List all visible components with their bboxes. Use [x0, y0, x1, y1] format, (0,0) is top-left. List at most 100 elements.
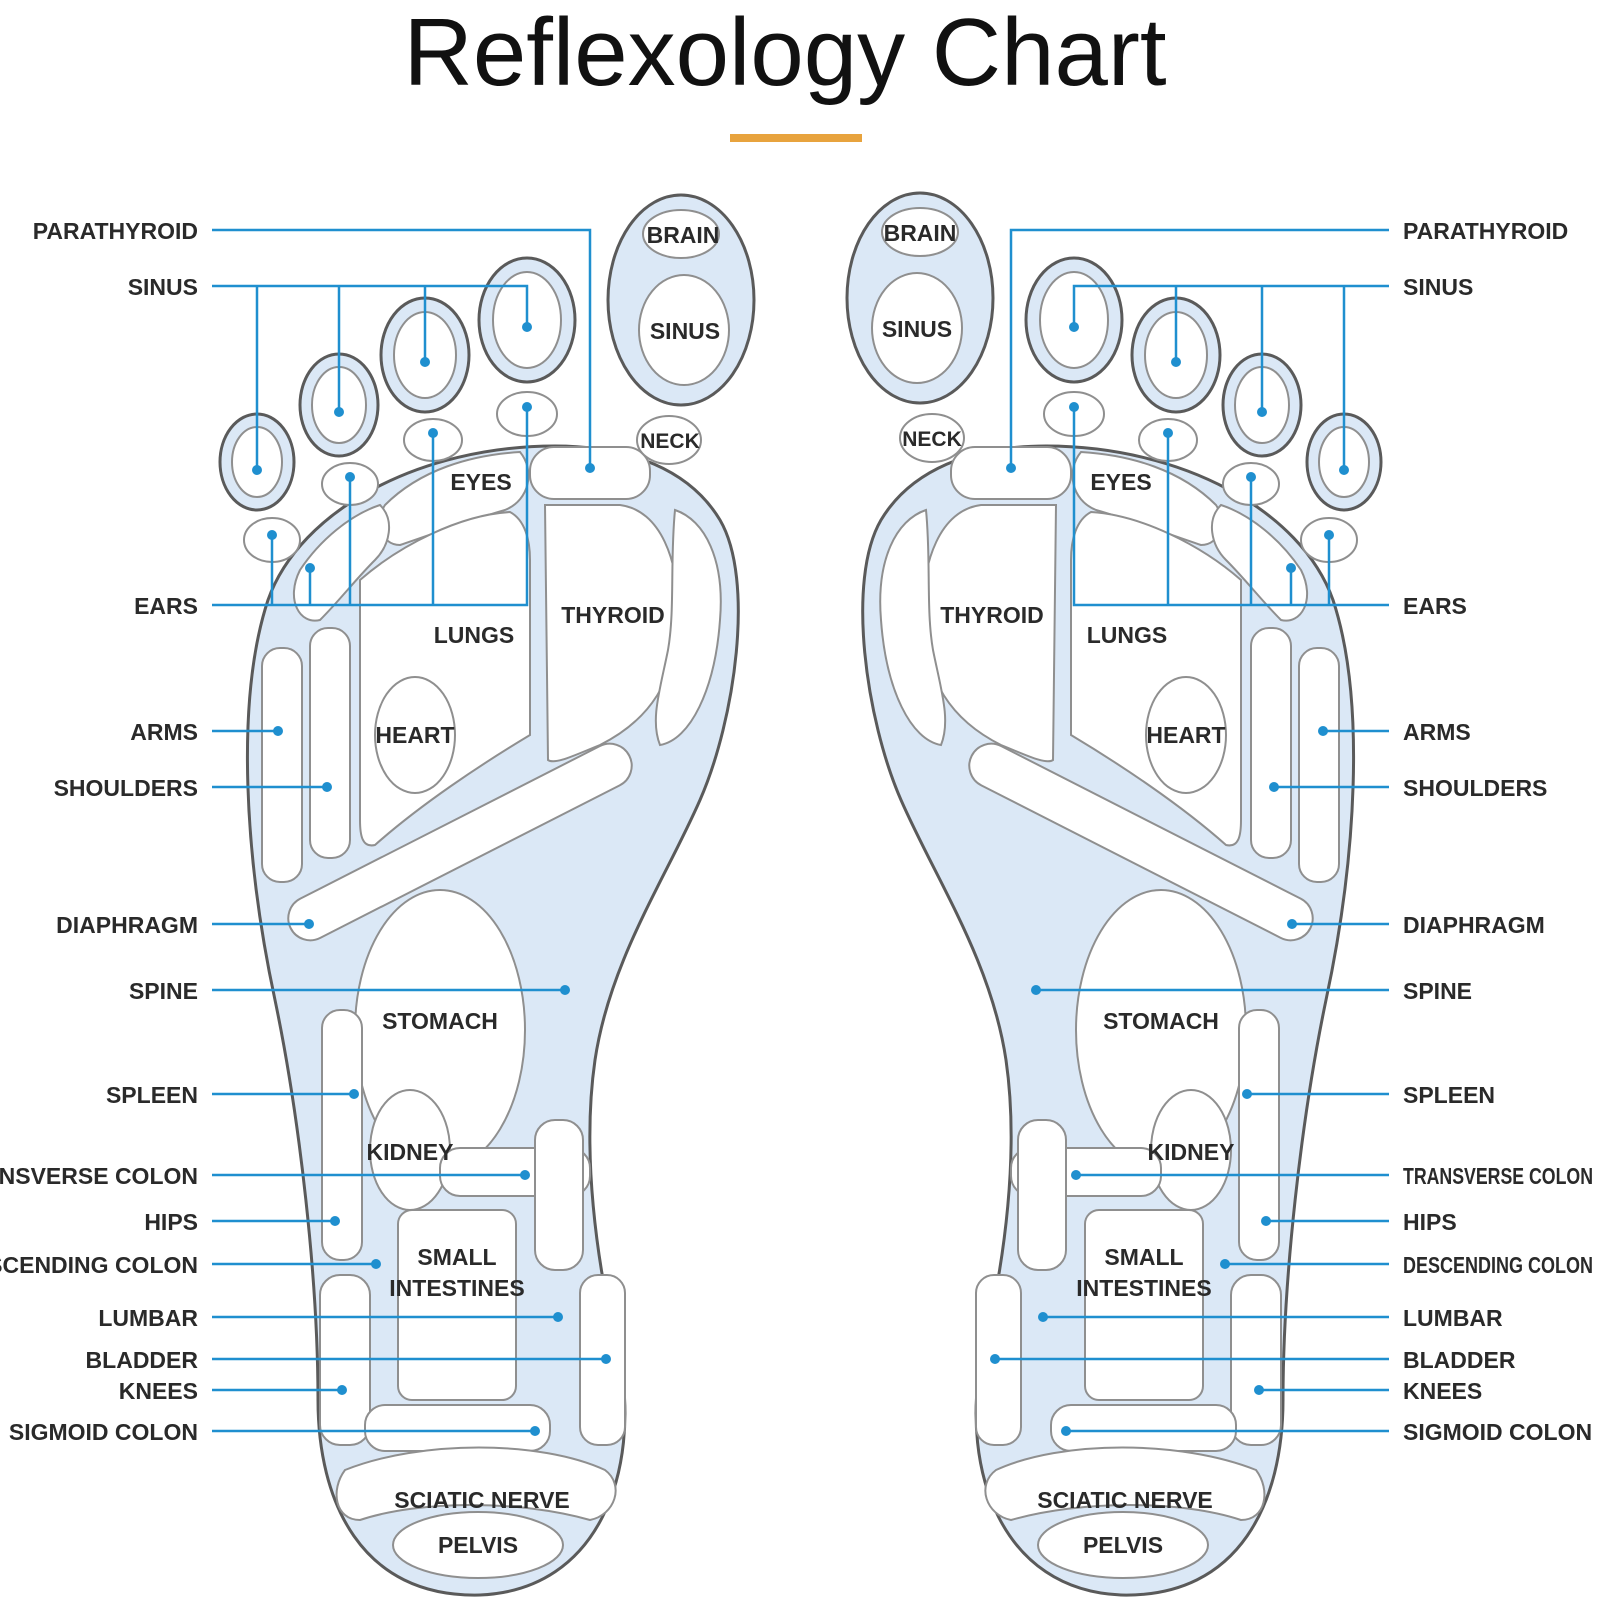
- right-small-intestines-label-1: SMALL: [1104, 1244, 1183, 1270]
- left-ears-dot-2: [428, 428, 438, 438]
- right-spleen-dot: [1242, 1089, 1252, 1099]
- right-label-knees: KNEES: [1403, 1378, 1482, 1404]
- left-small-intestines-label-2: INTESTINES: [389, 1275, 524, 1301]
- right-label-descending-colon: DESCENDING COLON: [1403, 1252, 1593, 1278]
- right-small-intestines-label-2: INTESTINES: [1076, 1275, 1211, 1301]
- page-title: Reflexology Chart: [403, 0, 1166, 106]
- right-eyes-label: EYES: [1090, 469, 1151, 495]
- right-sinus-dot-2: [1171, 357, 1181, 367]
- right-heart-zone: [1145, 676, 1227, 794]
- left-lumbar-dot: [553, 1312, 563, 1322]
- left-ear-zone-1: [292, 503, 391, 622]
- left-arms-zone: [261, 647, 303, 883]
- left-neck-zone: [636, 415, 702, 465]
- right-sciatic-nerve-label: SCIATIC NERVE: [1037, 1487, 1213, 1513]
- left-diaphragm-dot: [304, 919, 314, 929]
- left-sinus-dot-1: [522, 322, 532, 332]
- right-transverse-colon-dot: [1071, 1170, 1081, 1180]
- right-spine-dot: [1031, 985, 1041, 995]
- right-label-lumbar: LUMBAR: [1403, 1305, 1503, 1331]
- left-label-sinus: SINUS: [128, 274, 198, 300]
- left-shoulders-dot: [322, 782, 332, 792]
- right-label-hips: HIPS: [1403, 1209, 1457, 1235]
- left-eyes-label: EYES: [450, 469, 511, 495]
- left-thyroid-label: THYROID: [561, 602, 665, 628]
- right-diaphragm-dot: [1287, 919, 1297, 929]
- right-leaders: [990, 228, 1389, 1436]
- left-sinus-leader: [212, 284, 529, 470]
- left-brain-label: BRAIN: [647, 222, 720, 248]
- right-lumbar-dot: [1038, 1312, 1048, 1322]
- right-parathyroid-leader: [1009, 228, 1389, 468]
- left-brain-zone: [642, 209, 720, 259]
- title-accent-bar: [730, 134, 862, 142]
- left-shoulders-zone: [309, 627, 351, 859]
- right-sinus-dot-4: [1339, 465, 1349, 475]
- left-ears-dot-4: [305, 563, 315, 573]
- left-sigmoid-colon-dot: [530, 1426, 540, 1436]
- right-neck-label: NECK: [902, 428, 962, 451]
- left-label-shoulders: SHOULDERS: [54, 775, 198, 801]
- right-label-spleen: SPLEEN: [1403, 1082, 1495, 1108]
- right-label-bladder: BLADDER: [1403, 1347, 1516, 1373]
- right-label-arms: ARMS: [1403, 719, 1471, 745]
- right-arms-dot: [1318, 726, 1328, 736]
- left-upper-right-zone: [534, 1119, 584, 1271]
- right-lungs-label: LUNGS: [1087, 622, 1168, 648]
- left-ears-dot-3: [345, 472, 355, 482]
- right-ears-dot-4: [1286, 563, 1296, 573]
- right-label-transverse-colon: TRANSVERSE COLON: [1403, 1163, 1593, 1189]
- right-stomach-label: STOMACH: [1103, 1008, 1219, 1034]
- left-sinus-dot-2: [420, 357, 430, 367]
- right-sinus-dot-1: [1069, 322, 1079, 332]
- left-leaders: [212, 228, 611, 1436]
- right-bladder-dot: [990, 1354, 1000, 1364]
- right-small-intestines-zone: [1084, 1209, 1204, 1401]
- left-ears-dot-5: [267, 530, 277, 540]
- right-upper-left-zone: [1017, 1119, 1067, 1271]
- left-label-parathyroid: PARATHYROID: [33, 218, 198, 244]
- left-lungs-label: LUNGS: [434, 622, 515, 648]
- left-small-intestines-zone: [397, 1209, 517, 1401]
- left-sciatic-nerve-zone: [335, 1446, 617, 1522]
- right-shoulders-dot: [1269, 782, 1279, 792]
- left-foot: BRAIN SINUS NECK EYES THYROID LUNGS HEAR…: [0, 193, 756, 1597]
- left-parathyroid-dot: [585, 463, 595, 473]
- right-parathyroid-dot: [1006, 463, 1016, 473]
- left-ears-dot-1: [522, 402, 532, 412]
- right-ball-edge-zone: [879, 508, 947, 747]
- right-hips-dot: [1261, 1216, 1271, 1226]
- left-label-spleen: SPLEEN: [106, 1082, 198, 1108]
- left-sinus-dot-3: [334, 407, 344, 417]
- right-spleen-zone: [1238, 1009, 1280, 1261]
- left-label-transverse-colon: TRANSVERSE COLON: [0, 1163, 198, 1189]
- left-eyes-zone: [379, 450, 530, 547]
- left-heart-label: HEART: [375, 722, 454, 748]
- right-ears-leader: [1072, 407, 1389, 607]
- right-sigmoid-colon-zone: [1050, 1404, 1237, 1452]
- left-ball-edge-zone: [654, 508, 722, 747]
- left-label-diaphragm: DIAPHRAGM: [56, 912, 198, 938]
- right-label-diaphragm: DIAPHRAGM: [1403, 912, 1545, 938]
- right-descending-colon-dot: [1220, 1259, 1230, 1269]
- left-spleen-zone: [321, 1009, 363, 1261]
- left-sinus-dot-4: [252, 465, 262, 475]
- left-parathyroid-leader: [212, 228, 592, 468]
- left-transverse-colon-dot: [520, 1170, 530, 1180]
- right-eyes-zone: [1071, 450, 1222, 547]
- left-big-toe-sinus-zone: [638, 274, 730, 386]
- right-side-labels: PARATHYROID SINUS EARS ARMS SHOULDERS DI…: [1403, 218, 1593, 1445]
- left-descending-colon-dot: [371, 1259, 381, 1269]
- left-heart-zone: [374, 676, 456, 794]
- left-sigmoid-colon-zone: [364, 1404, 551, 1452]
- left-kidney-label: KIDNEY: [367, 1139, 454, 1165]
- right-kidney-label: KIDNEY: [1148, 1139, 1235, 1165]
- left-knees-dot: [337, 1385, 347, 1395]
- right-neck-zone: [899, 413, 965, 463]
- left-label-lumbar: LUMBAR: [98, 1305, 198, 1331]
- right-knees-dot: [1254, 1385, 1264, 1395]
- left-label-descending-colon: DESCENDING COLON: [0, 1252, 198, 1278]
- right-pelvis-zone: [1037, 1511, 1209, 1579]
- right-label-spine: SPINE: [1403, 978, 1472, 1004]
